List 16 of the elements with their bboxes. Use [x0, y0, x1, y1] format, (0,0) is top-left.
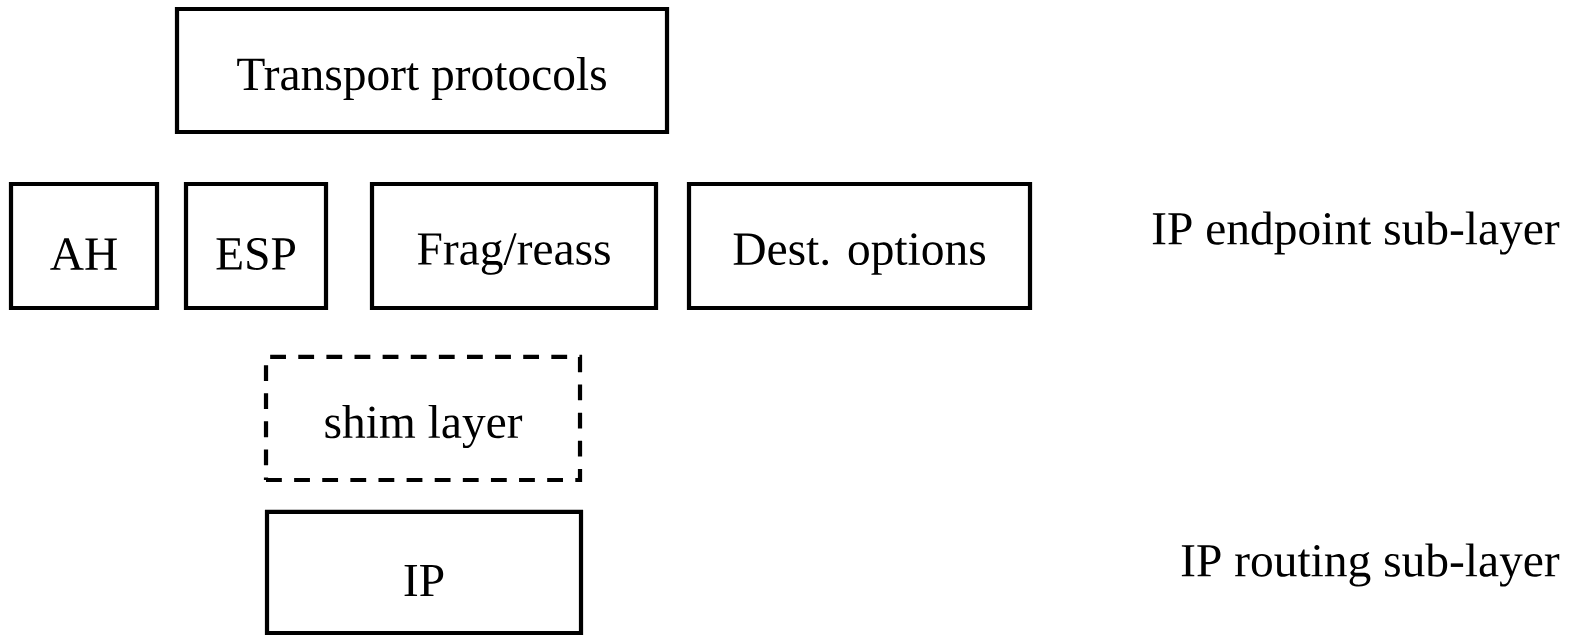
protocol-box [8, 181, 160, 311]
protocol-box [686, 181, 1033, 311]
node-label: Frag/reass [417, 233, 610, 275]
node-label: Transport protocols [237, 56, 606, 101]
dashed-layer-box [263, 354, 583, 483]
node-label: AH [50, 238, 117, 270]
node-label: shim layer [325, 404, 523, 449]
node-label: ESP [216, 238, 295, 270]
protocol-box [369, 181, 659, 311]
protocol-box [174, 6, 670, 135]
protocol-box [183, 181, 329, 311]
protocol-box [264, 509, 584, 636]
layer-label: IP routing sub-layer [1181, 543, 1560, 587]
layer-label: IP endpoint sub-layer [1152, 211, 1560, 255]
node-label: IP [404, 564, 444, 597]
node-label: Dest. options [733, 233, 985, 275]
